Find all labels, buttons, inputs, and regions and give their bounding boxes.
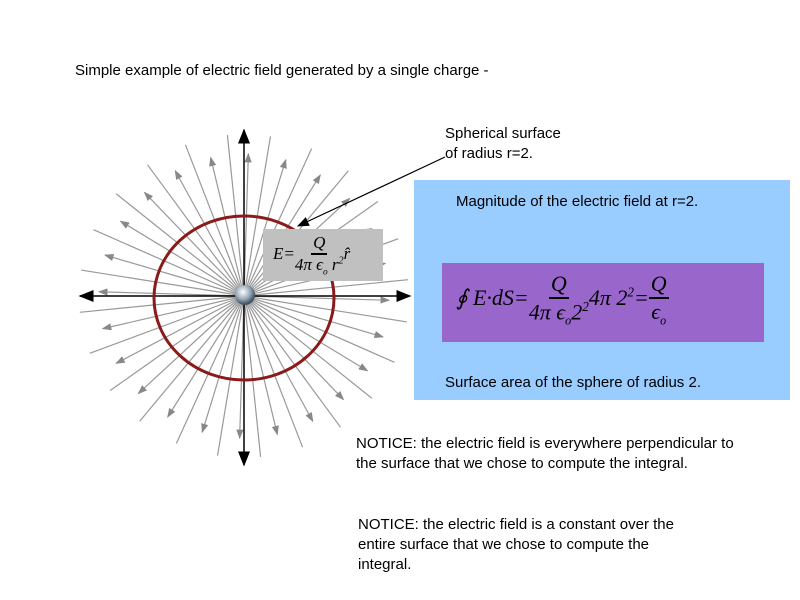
rhs-sub: o (660, 313, 667, 328)
field-line (243, 295, 395, 363)
field-line (109, 295, 245, 392)
field-line (79, 295, 245, 313)
field-line (243, 295, 341, 428)
field-line (243, 158, 287, 297)
slide-title: Simple example of electric field generat… (75, 62, 489, 79)
integral-sign: ∮ (456, 284, 468, 310)
formula-num: Q (311, 233, 328, 255)
callout-arrow (296, 156, 446, 227)
den-var: r (331, 255, 339, 274)
field-line (243, 295, 373, 399)
gauss-den: 4π ϵo22 (529, 299, 589, 329)
den-exp: 2 (338, 255, 344, 267)
field-line (174, 169, 245, 297)
point-charge (235, 285, 255, 305)
field-line (243, 279, 409, 297)
rhs-den: ϵo (651, 299, 666, 328)
equals: = (513, 284, 529, 310)
equals: = (633, 284, 649, 310)
field-line (243, 295, 279, 436)
sphere-callout: Spherical surface of radius r=2. (445, 124, 561, 164)
den-prefix: 4π ϵ (294, 255, 323, 274)
callout-line: of radius r=2. (445, 145, 533, 162)
area-exp: 2 (627, 284, 634, 300)
rhs-eps: ϵ (651, 299, 661, 325)
field-line (175, 295, 245, 444)
field-line (137, 295, 245, 395)
notice-perpendicular: NOTICE: the electric field is everywhere… (356, 435, 734, 472)
gauss-num: Q (548, 271, 569, 299)
field-line (115, 193, 245, 297)
area-label: Surface area of the sphere of radius 2. (445, 374, 701, 391)
field-line (243, 295, 369, 372)
field-line (243, 295, 314, 423)
field-line (89, 295, 245, 354)
den-exp: 2 (582, 299, 589, 314)
formula-den: 4π ϵo r2 (295, 255, 344, 277)
field-line (143, 191, 245, 297)
field-line (115, 295, 245, 364)
field-line (243, 295, 407, 323)
formula-e: E (273, 244, 284, 264)
field-line (93, 229, 245, 297)
callout-line: Spherical surface (445, 125, 561, 142)
den-sub: o (323, 267, 328, 278)
field-line (167, 295, 245, 418)
formula-unit: r̂ (343, 244, 351, 264)
field-line (81, 269, 245, 297)
field-line (139, 295, 245, 422)
den-sub: o (565, 313, 572, 328)
field-line (201, 295, 245, 434)
rhs-num: Q (648, 271, 669, 300)
field-line (243, 295, 262, 457)
field-line (103, 254, 245, 297)
area-term: 4π 2 (588, 284, 628, 310)
field-line (216, 295, 245, 456)
field-line (243, 295, 304, 448)
field-line (243, 295, 345, 401)
den-tail: 2 (571, 299, 583, 325)
spherical-surface (152, 214, 336, 382)
field-line (209, 156, 245, 297)
den-prefix: 4π ϵ (528, 299, 566, 325)
magnitude-label: Magnitude of the electric field at r=2. (456, 193, 699, 210)
field-line (101, 295, 245, 331)
gauss-lhs: E·dS (472, 284, 514, 310)
notice-constant: NOTICE: the electric field is a constant… (358, 516, 674, 573)
field-line (119, 220, 245, 297)
field-line (243, 295, 385, 338)
